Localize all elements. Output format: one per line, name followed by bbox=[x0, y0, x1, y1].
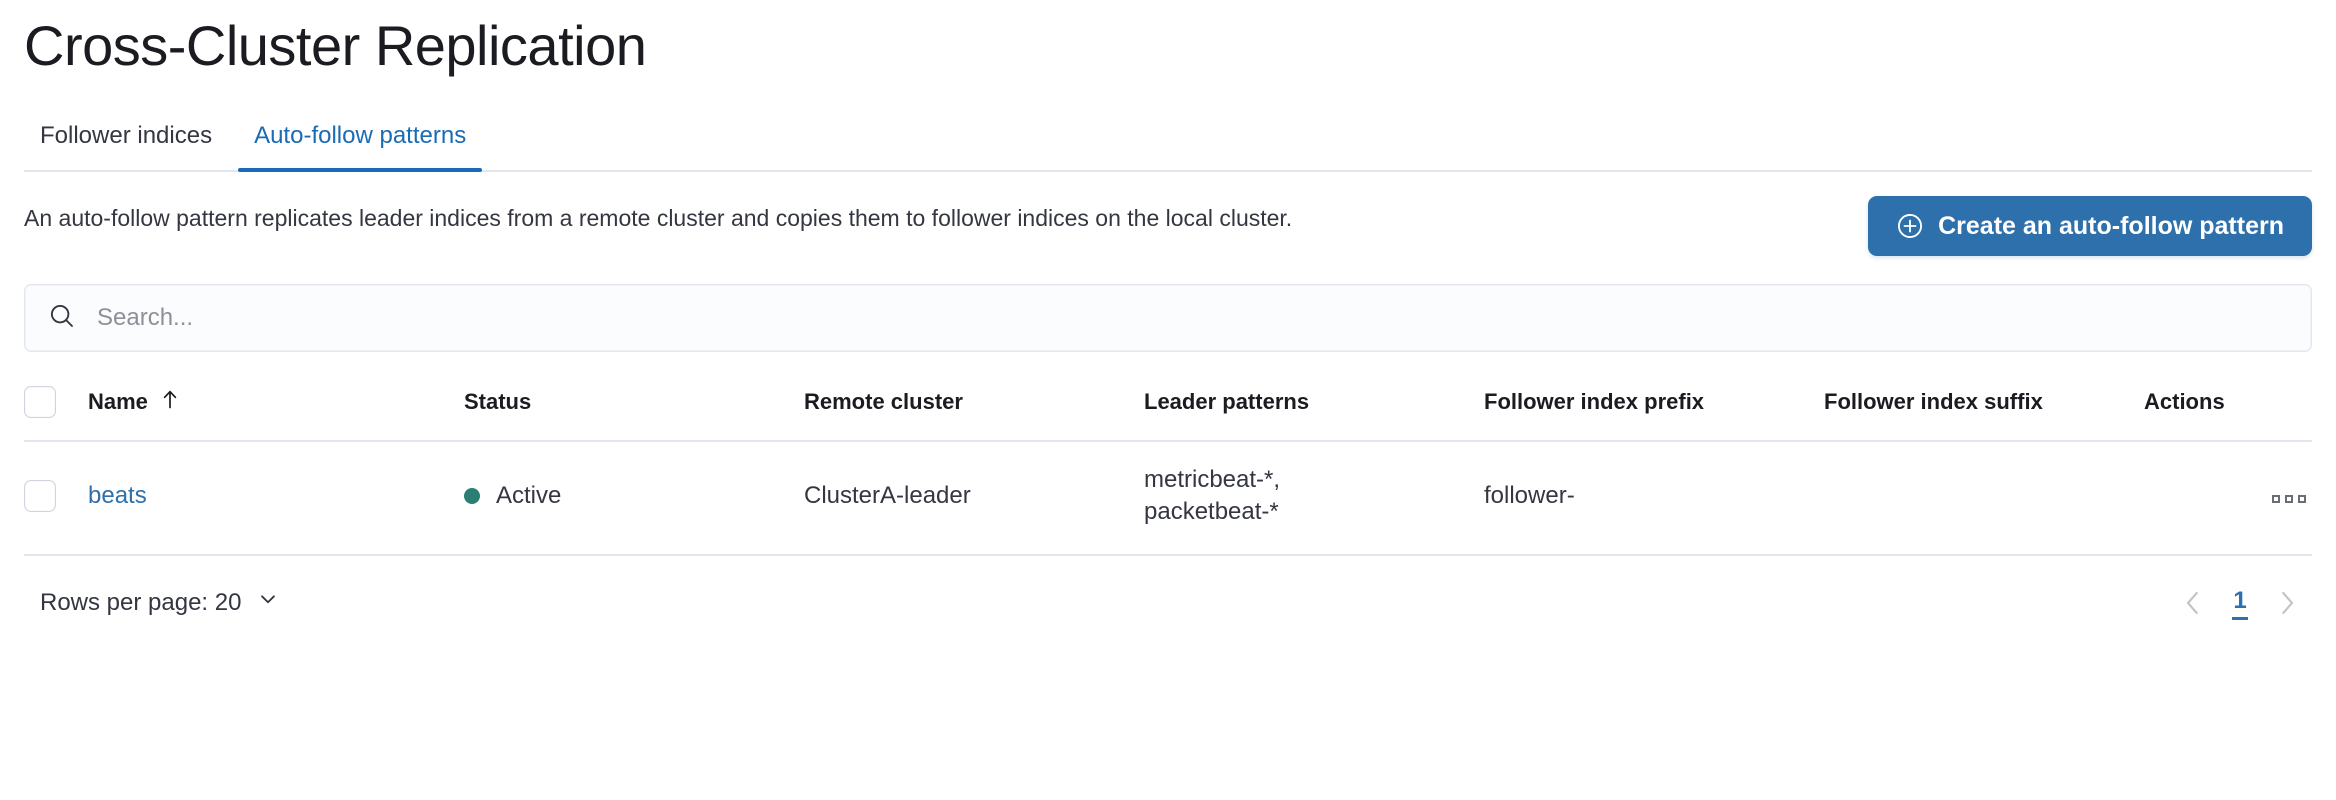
column-header-follower-index-suffix-label: Follower index suffix bbox=[1824, 389, 2043, 414]
cell-follower-index-suffix bbox=[1824, 441, 2144, 556]
search-icon bbox=[47, 301, 77, 336]
tab-follower-indices[interactable]: Follower indices bbox=[24, 122, 228, 170]
search-input[interactable] bbox=[95, 302, 2289, 334]
table-row: beats Active ClusterA-leader metricbeat-… bbox=[24, 441, 2312, 556]
auto-follow-pattern-link[interactable]: beats bbox=[88, 482, 147, 509]
leader-patterns-value: metricbeat-*, packetbeat-* bbox=[1144, 466, 1281, 525]
column-header-remote-cluster[interactable]: Remote cluster bbox=[804, 376, 1144, 442]
cell-actions bbox=[2144, 441, 2312, 556]
column-header-leader-patterns-label: Leader patterns bbox=[1144, 389, 1310, 414]
column-header-remote-cluster-label: Remote cluster bbox=[804, 389, 963, 414]
page-description: An auto-follow pattern replicates leader… bbox=[24, 205, 1293, 231]
rows-per-page-selector[interactable]: Rows per page: 20 bbox=[40, 586, 281, 620]
tab-auto-follow-patterns[interactable]: Auto-follow patterns bbox=[238, 122, 483, 172]
sort-up-arrow-icon bbox=[160, 388, 180, 417]
column-header-follower-index-prefix-label: Follower index prefix bbox=[1484, 389, 1705, 414]
chevron-left-icon[interactable] bbox=[2180, 586, 2206, 620]
select-all-checkbox[interactable] bbox=[24, 386, 56, 418]
create-button-label: Create an auto-follow pattern bbox=[1938, 212, 2284, 240]
cell-leader-patterns: metricbeat-*, packetbeat-* bbox=[1144, 441, 1484, 556]
chevron-right-icon[interactable] bbox=[2274, 586, 2300, 620]
description-row: An auto-follow pattern replicates leader… bbox=[24, 196, 2312, 256]
pagination: 1 bbox=[2180, 586, 2300, 620]
column-header-leader-patterns[interactable]: Leader patterns bbox=[1144, 376, 1484, 442]
page-title: Cross-Cluster Replication bbox=[24, 14, 647, 77]
rows-per-page-label: Rows per page: 20 bbox=[40, 589, 242, 616]
table-header-row: Name Status Remote cluster Leader patter… bbox=[24, 376, 2312, 442]
column-header-actions-label: Actions bbox=[2144, 389, 2225, 414]
auto-follow-patterns-table: Name Status Remote cluster Leader patter… bbox=[24, 376, 2312, 556]
column-header-follower-index-suffix[interactable]: Follower index suffix bbox=[1824, 376, 2144, 442]
status-badge: Active bbox=[496, 481, 562, 509]
row-select-checkbox[interactable] bbox=[24, 480, 56, 513]
select-all-header bbox=[24, 376, 88, 442]
cell-status: Active bbox=[464, 441, 804, 556]
column-header-status[interactable]: Status bbox=[464, 376, 804, 442]
cell-name: beats bbox=[88, 441, 464, 556]
column-header-follower-index-prefix[interactable]: Follower index prefix bbox=[1484, 376, 1824, 442]
search-bar[interactable] bbox=[24, 284, 2312, 352]
column-header-name-label: Name bbox=[88, 389, 148, 414]
chevron-down-icon bbox=[255, 586, 281, 620]
cell-remote-cluster: ClusterA-leader bbox=[804, 441, 1144, 556]
plus-in-circle-icon bbox=[1896, 212, 1924, 240]
column-header-status-label: Status bbox=[464, 389, 532, 414]
status-dot-icon bbox=[464, 487, 480, 504]
pagination-page-1[interactable]: 1 bbox=[2232, 587, 2248, 620]
create-auto-follow-pattern-button[interactable]: Create an auto-follow pattern bbox=[1868, 196, 2312, 256]
row-select-cell bbox=[24, 441, 88, 556]
tab-bar: Follower indices Auto-follow patterns bbox=[24, 110, 2312, 172]
table-footer: Rows per page: 20 1 bbox=[24, 586, 2312, 620]
boxes-horizontal-icon[interactable] bbox=[2266, 489, 2312, 509]
cell-follower-index-prefix: follower- bbox=[1484, 441, 1824, 556]
column-header-name[interactable]: Name bbox=[88, 376, 464, 442]
column-header-actions: Actions bbox=[2144, 376, 2312, 442]
